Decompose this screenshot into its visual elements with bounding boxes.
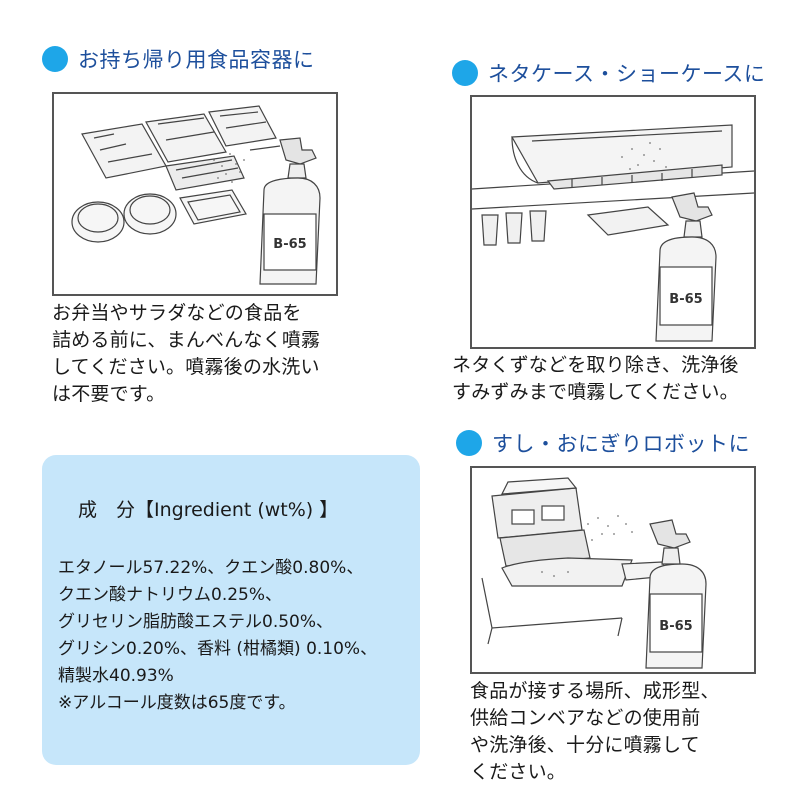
ingredient-line: エタノール57.22%、クエン酸0.80%、 (58, 558, 364, 578)
food-containers-spray-icon: B-65 (71, 105, 321, 285)
ingredients-panel: 成 分【Ingredient (wt%) 】 エタノール57.22%、クエン酸0… (42, 455, 420, 765)
showcase-caption: ネタくずなどを取り除き、洗浄後 すみずみまで噴霧してください。 (452, 354, 739, 403)
ingredient-line: 精製水40.93% (58, 666, 174, 686)
showcase-illustration: B-65 (470, 95, 756, 349)
bottle-label: B-65 (273, 237, 306, 252)
robot-illustration: B-65 (470, 466, 756, 674)
ingredient-line: クエン酸ナトリウム0.25%、 (58, 585, 283, 605)
sushi-robot-spray-icon: B-65 (481, 477, 707, 669)
showcase-spray-icon: B-65 (472, 124, 754, 342)
takeout-illustration: B-65 (52, 92, 338, 296)
bottle-label: B-65 (669, 292, 702, 307)
bullet-dot-icon (456, 430, 482, 456)
ingredient-line: グリセリン脂肪酸エステル0.50%、 (58, 612, 334, 632)
ingredient-line: グリシン0.20%、香料 (柑橘類) 0.10%、 (58, 639, 378, 659)
ingredients-title: 成 分【Ingredient (wt%) 】 (78, 499, 339, 521)
showcase-heading-text: ネタケース・ショーケースに (488, 62, 766, 86)
robot-heading: すし・おにぎりロボットに (456, 428, 750, 458)
bullet-dot-icon (42, 46, 68, 72)
ingredients-list: エタノール57.22%、クエン酸0.80%、 クエン酸ナトリウム0.25%、 グ… (58, 555, 377, 717)
showcase-heading: ネタケース・ショーケースに (452, 58, 765, 88)
ingredient-note: ※アルコール度数は65度です。 (58, 693, 296, 713)
robot-caption: 食品が接する場所、成形型、 供給コンベアなどの使用前 や洗浄後、十分に噴霧して … (470, 680, 720, 783)
bottle-label: B-65 (659, 619, 692, 634)
takeout-heading-text: お持ち帰り用食品容器に (78, 48, 315, 72)
bullet-dot-icon (452, 60, 478, 86)
robot-heading-text: すし・おにぎりロボットに (492, 432, 750, 456)
takeout-caption: お弁当やサラダなどの食品を 詰める前に、まんべんなく噴霧 してください。噴霧後の… (52, 302, 321, 405)
takeout-heading: お持ち帰り用食品容器に (42, 44, 315, 74)
